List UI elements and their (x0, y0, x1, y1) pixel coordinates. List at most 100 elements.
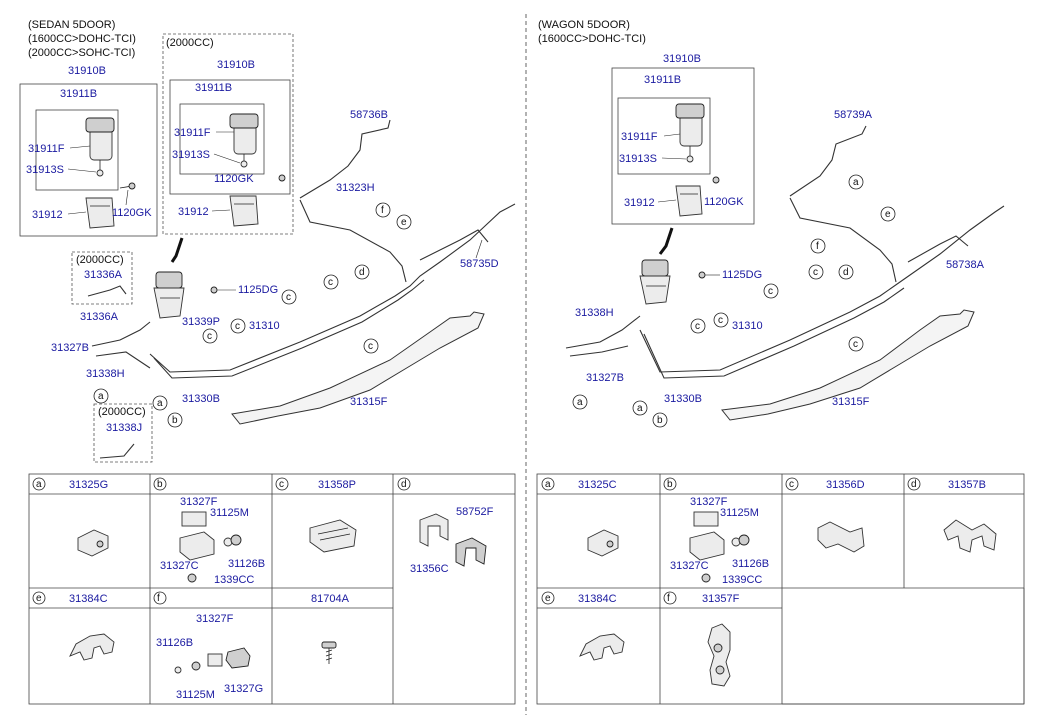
label-31911F-b[interactable]: 31911F (174, 127, 211, 139)
label-31310-a[interactable]: 31310 (249, 320, 280, 332)
callout-a2-wagon[interactable]: a (632, 400, 648, 416)
cell-f-title-w[interactable]: 31357F (702, 593, 740, 605)
cell-a-key[interactable]: a (32, 477, 46, 491)
label-31913S-a[interactable]: 31913S (26, 164, 64, 176)
cell-d-part1[interactable]: 58752F (456, 506, 494, 518)
callout-d-wagon[interactable]: d (838, 264, 854, 280)
callout-a2-sedan[interactable]: a (152, 395, 168, 411)
label-31323H[interactable]: 31323H (336, 182, 375, 194)
callout-c1-sedan[interactable]: c (202, 328, 218, 344)
label-58736B[interactable]: 58736B (350, 109, 388, 121)
callout-c2-wagon[interactable]: c (713, 312, 729, 328)
label-31911B-c[interactable]: 31911B (644, 74, 681, 86)
callout-c1-wagon[interactable]: c (690, 318, 706, 334)
cell-f-part3[interactable]: 31327G (224, 683, 263, 695)
callout-c4-wagon[interactable]: c (808, 264, 824, 280)
cell-c-title[interactable]: 31358P (318, 479, 356, 491)
cell-f-title[interactable]: 31327F (196, 613, 234, 625)
callout-c5-wagon[interactable]: c (848, 336, 864, 352)
label-1125DG-b[interactable]: 1125DG (722, 269, 762, 281)
cell-c-title-w[interactable]: 31356D (826, 479, 865, 491)
cell-e-title-w[interactable]: 31384C (578, 593, 617, 605)
callout-c3-wagon[interactable]: c (763, 283, 779, 299)
callout-e-wagon[interactable]: e (880, 206, 896, 222)
cell-b-part4[interactable]: 31126B (228, 558, 265, 570)
label-58738A[interactable]: 58738A (946, 259, 985, 271)
cell-f-key[interactable]: f (153, 591, 167, 605)
label-31912-c[interactable]: 31912 (624, 197, 655, 209)
cell-e-key[interactable]: e (32, 591, 46, 605)
label-31911B-a[interactable]: 31911B (60, 88, 97, 100)
cell-f-key-w[interactable]: f (663, 591, 677, 605)
label-31910B-a[interactable]: 31910B (68, 65, 106, 77)
callout-b-wagon[interactable]: b (652, 412, 668, 428)
label-31913S-b[interactable]: 31913S (172, 149, 210, 161)
cell-b-part2-w[interactable]: 31125M (720, 507, 759, 519)
callout-c5-sedan[interactable]: c (363, 338, 379, 354)
cell-b-key[interactable]: b (153, 477, 167, 491)
cell-e-title[interactable]: 31384C (69, 593, 108, 605)
cell-a-key-w[interactable]: a (541, 477, 555, 491)
label-31330B-b[interactable]: 31330B (664, 393, 702, 405)
cell-d-key[interactable]: d (397, 477, 411, 491)
label-31315F-b[interactable]: 31315F (832, 396, 870, 408)
label-31913S-c[interactable]: 31913S (619, 153, 657, 165)
cell-a-title[interactable]: 31325G (69, 479, 108, 491)
callout-d-sedan[interactable]: d (354, 264, 370, 280)
label-31911F-a[interactable]: 31911F (28, 143, 65, 155)
label-31912-a[interactable]: 31912 (32, 209, 63, 221)
callout-a3-wagon[interactable]: a (848, 174, 864, 190)
cell-b-part1-w[interactable]: 31327F (690, 496, 728, 508)
cell-f-part1[interactable]: 31126B (156, 637, 193, 649)
callout-e-sedan[interactable]: e (396, 214, 412, 230)
cell-b-key-w[interactable]: b (663, 477, 677, 491)
label-31327B-b[interactable]: 31327B (586, 372, 624, 384)
cell-b-part4-w[interactable]: 31126B (732, 558, 769, 570)
label-1120GK-b[interactable]: 1120GK (214, 173, 254, 185)
cell-b-part1[interactable]: 31327F (180, 496, 218, 508)
label-1120GK-c[interactable]: 1120GK (704, 196, 744, 208)
cell-c-key-w[interactable]: c (785, 477, 799, 491)
cell-b-part3-w[interactable]: 31327C (670, 560, 709, 572)
callout-f-wagon[interactable]: f (810, 238, 826, 254)
cell-a-title-w[interactable]: 31325C (578, 479, 617, 491)
cell-f-part2[interactable]: 31125M (176, 689, 215, 701)
callout-c2-sedan[interactable]: c (230, 318, 246, 334)
callout-a-sedan[interactable]: a (93, 388, 109, 404)
label-31911B-b[interactable]: 31911B (195, 82, 232, 94)
svg-text:b: b (667, 479, 673, 490)
cell-g-title[interactable]: 81704A (311, 593, 350, 605)
cell-d-key-w[interactable]: d (907, 477, 921, 491)
cell-b-part5-w[interactable]: 1339CC (722, 574, 762, 586)
label-31315F-a[interactable]: 31315F (350, 396, 388, 408)
label-31338H-b[interactable]: 31338H (575, 307, 614, 319)
cell-b-part3[interactable]: 31327C (160, 560, 199, 572)
label-58739A[interactable]: 58739A (834, 109, 873, 121)
cell-b-part2[interactable]: 31125M (210, 507, 249, 519)
callout-a-wagon[interactable]: a (572, 394, 588, 410)
label-1125DG-a[interactable]: 1125DG (238, 284, 278, 296)
cell-c-key[interactable]: c (275, 477, 289, 491)
label-31310-b[interactable]: 31310 (732, 320, 763, 332)
label-31327B[interactable]: 31327B (51, 342, 89, 354)
cell-d-part2[interactable]: 31356C (410, 563, 449, 575)
cell-d-title-w[interactable]: 31357B (948, 479, 986, 491)
callout-f-sedan[interactable]: f (375, 202, 391, 218)
label-31339P[interactable]: 31339P (182, 316, 220, 328)
label-31336A-b[interactable]: 31336A (80, 311, 119, 323)
label-31336A-a[interactable]: 31336A (84, 269, 123, 281)
label-31338J[interactable]: 31338J (106, 422, 142, 434)
cell-b-part5[interactable]: 1339CC (214, 574, 254, 586)
label-1120GK-a[interactable]: 1120GK (112, 207, 152, 219)
label-31912-b[interactable]: 31912 (178, 206, 209, 218)
label-31330B-a[interactable]: 31330B (182, 393, 220, 405)
callout-c3-sedan[interactable]: c (281, 289, 297, 305)
label-31338H[interactable]: 31338H (86, 368, 125, 380)
label-31910B-b[interactable]: 31910B (217, 59, 255, 71)
label-58735D[interactable]: 58735D (460, 258, 499, 270)
label-31911F-c[interactable]: 31911F (621, 131, 658, 143)
callout-b-sedan[interactable]: b (167, 412, 183, 428)
cell-e-key-w[interactable]: e (541, 591, 555, 605)
callout-c4-sedan[interactable]: c (323, 274, 339, 290)
label-31910B-c[interactable]: 31910B (663, 53, 701, 65)
